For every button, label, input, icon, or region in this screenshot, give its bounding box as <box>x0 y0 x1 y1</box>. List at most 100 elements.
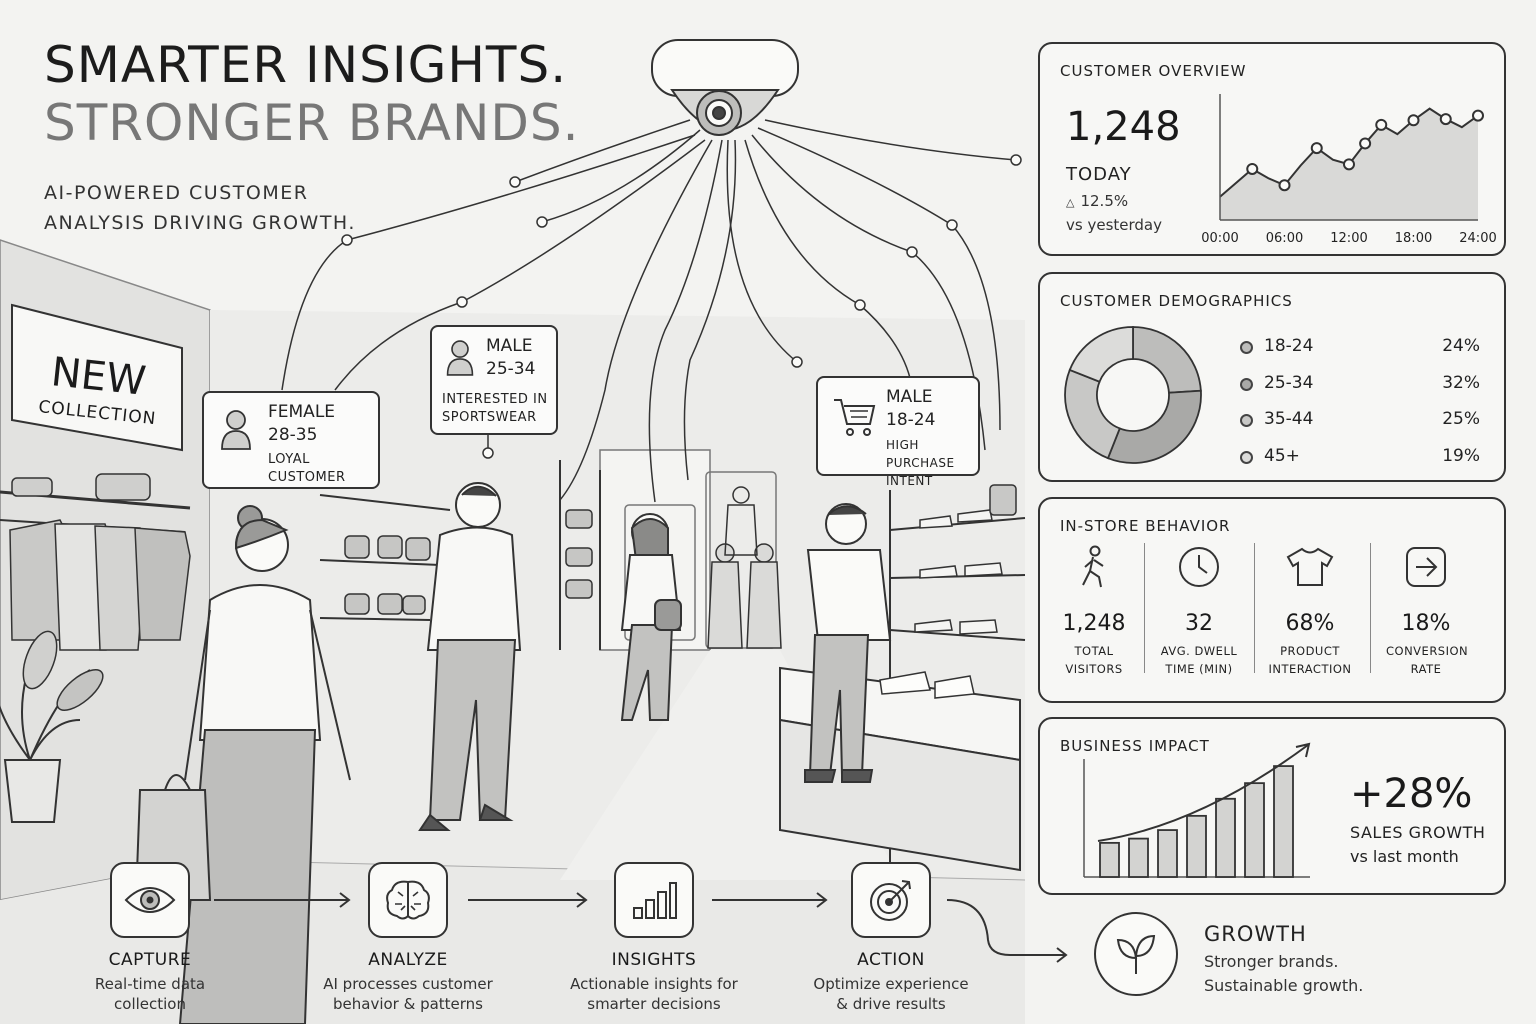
business-impact-card[interactable]: BUSINESS IMPACT +28% SALES GROWTH vs las… <box>1038 717 1506 895</box>
bar <box>1273 765 1294 878</box>
person-icon <box>446 340 474 376</box>
sales-growth-label: SALES GROWTH <box>1350 823 1486 842</box>
customer-overview-card[interactable]: CUSTOMER OVERVIEW 1,248 TODAY △12.5% vs … <box>1038 42 1506 256</box>
target-icon <box>870 880 911 921</box>
divider <box>1254 543 1255 673</box>
legend-pct: 19% <box>1442 445 1480 466</box>
x-tick-label: 00:00 <box>1201 231 1238 246</box>
data-point <box>1472 109 1484 122</box>
security-camera-icon <box>651 39 799 136</box>
metric-value: 1,248 <box>1062 611 1126 636</box>
data-point <box>1407 114 1420 127</box>
donut-slice <box>1068 326 1134 383</box>
x-tick-label: 12:00 <box>1330 231 1367 246</box>
step-name: ACTION <box>857 950 925 970</box>
detection-gender: MALE <box>886 387 933 407</box>
bar <box>1157 829 1178 878</box>
detection-age: 18-24 <box>886 410 936 430</box>
leaf-sprout-icon <box>1116 934 1156 974</box>
step-insights[interactable]: INSIGHTS Actionable insights for smarter… <box>549 862 759 1014</box>
detection-tag-male-sportswear[interactable]: MALE 25-34 INTERESTED IN SPORTSWEAR <box>430 325 558 435</box>
bar <box>1244 782 1265 878</box>
metric-value: 32 <box>1185 611 1213 636</box>
triangle-up-icon: △ <box>1066 196 1075 209</box>
x-tick-label: 24:00 <box>1459 231 1496 246</box>
donut-slice <box>1106 389 1202 464</box>
x-tick-label: 06:00 <box>1266 231 1303 246</box>
legend-pct: 24% <box>1442 336 1480 356</box>
sign-line1: NEW <box>49 349 148 405</box>
step-analyze[interactable]: ANALYZE AI processes customer behavior &… <box>303 862 513 1014</box>
new-collection-sign: NEW COLLECTION <box>11 303 183 452</box>
step-name: INSIGHTS <box>611 950 697 970</box>
sales-growth-compare: vs last month <box>1350 847 1459 866</box>
impact-title: BUSINESS IMPACT <box>1060 737 1210 755</box>
bar <box>1215 797 1236 878</box>
data-point <box>1375 118 1388 131</box>
metric-label: PRODUCT INTERACTION <box>1268 644 1352 676</box>
detection-tag-female[interactable]: FEMALE 28-35 LOYAL CUSTOMER <box>202 391 380 489</box>
legend-label: 18-24 <box>1264 336 1314 356</box>
detection-note: INTERESTED IN SPORTSWEAR <box>442 392 548 425</box>
detection-age: 25-34 <box>486 359 536 379</box>
overview-area-chart: 00:00 06:00 12:00 18:00 24:00 <box>1201 94 1497 246</box>
step-action[interactable]: ACTION Optimize experience & drive resul… <box>786 862 996 1014</box>
step-desc: AI processes customer behavior & pattern… <box>323 975 493 1013</box>
detection-tag-male-intent[interactable]: MALE 18-24 HIGH PURCHASE INTENT <box>816 376 980 488</box>
headline-subtitle: AI-POWERED CUSTOMER ANALYSIS DRIVING GRO… <box>44 182 356 234</box>
detection-note: LOYAL CUSTOMER <box>268 452 346 485</box>
visitor-count: 1,248 <box>1066 104 1181 150</box>
data-point <box>1278 179 1291 192</box>
shopping-cart-icon <box>834 399 876 436</box>
metric-label: CONVERSION RATE <box>1386 644 1469 676</box>
impact-bar-chart <box>1083 742 1311 878</box>
data-point <box>1343 158 1355 171</box>
detection-note: HIGH PURCHASE INTENT <box>886 438 955 488</box>
sales-growth-value: +28% <box>1350 771 1473 817</box>
step-desc: Actionable insights for smarter decision… <box>570 975 738 1013</box>
trend-arrow-head <box>1295 742 1311 758</box>
tshirt-icon <box>1286 547 1334 586</box>
detection-gender: MALE <box>486 336 533 356</box>
headline: SMARTER INSIGHTS. STRONGER BRANDS. AI-PO… <box>44 40 580 238</box>
step-name: ANALYZE <box>368 950 448 970</box>
legend-pct: 25% <box>1442 409 1480 429</box>
legend-row: 45+ 19% <box>1240 446 1480 470</box>
data-point <box>1310 142 1323 155</box>
man-shopper-left <box>418 482 522 831</box>
legend-dot <box>1240 341 1253 354</box>
legend-row: 35-44 25% <box>1240 409 1480 433</box>
legend-dot <box>1240 414 1253 427</box>
x-tick-label: 18:00 <box>1395 231 1432 246</box>
customer-overview-title: CUSTOMER OVERVIEW <box>1060 62 1247 80</box>
legend-label: 35-44 <box>1264 409 1314 429</box>
metric-label: TOTAL VISITORS <box>1065 644 1123 676</box>
data-point <box>1439 113 1452 126</box>
step-capture[interactable]: CAPTURE Real-time data collection <box>45 862 255 1014</box>
headline-line1: SMARTER INSIGHTS. <box>44 36 568 94</box>
growth-desc: Stronger brands. Sustainable growth. <box>1204 952 1364 995</box>
metric-total-visitors: 1,248 TOTAL VISITORS <box>1044 539 1144 678</box>
divider <box>1144 543 1145 673</box>
legend-row: 18-24 24% <box>1240 336 1480 360</box>
demographics-title: CUSTOMER DEMOGRAPHICS <box>1060 292 1293 310</box>
change-compare: vs yesterday <box>1066 216 1162 234</box>
legend-dot <box>1240 450 1253 464</box>
trend-arrow <box>1097 744 1309 842</box>
behavior-title: IN-STORE BEHAVIOR <box>1060 517 1231 535</box>
headline-line2: STRONGER BRANDS. <box>44 94 580 152</box>
growth-title: GROWTH <box>1204 922 1307 946</box>
children-background <box>707 486 782 649</box>
detection-age: 28-35 <box>268 425 318 445</box>
in-store-behavior-card[interactable]: IN-STORE BEHAVIOR 1,248 TOTAL VISITORS 3… <box>1038 497 1506 703</box>
change-value: △12.5% <box>1066 192 1129 210</box>
bar <box>1099 841 1120 878</box>
arrow-right-box-icon <box>1406 547 1446 587</box>
step-desc: Real-time data collection <box>94 975 206 1013</box>
legend-label: 45+ <box>1264 445 1300 466</box>
brain-icon <box>386 880 430 920</box>
person-icon <box>221 410 251 450</box>
metric-product-interaction: 68% PRODUCT INTERACTION <box>1260 539 1360 678</box>
